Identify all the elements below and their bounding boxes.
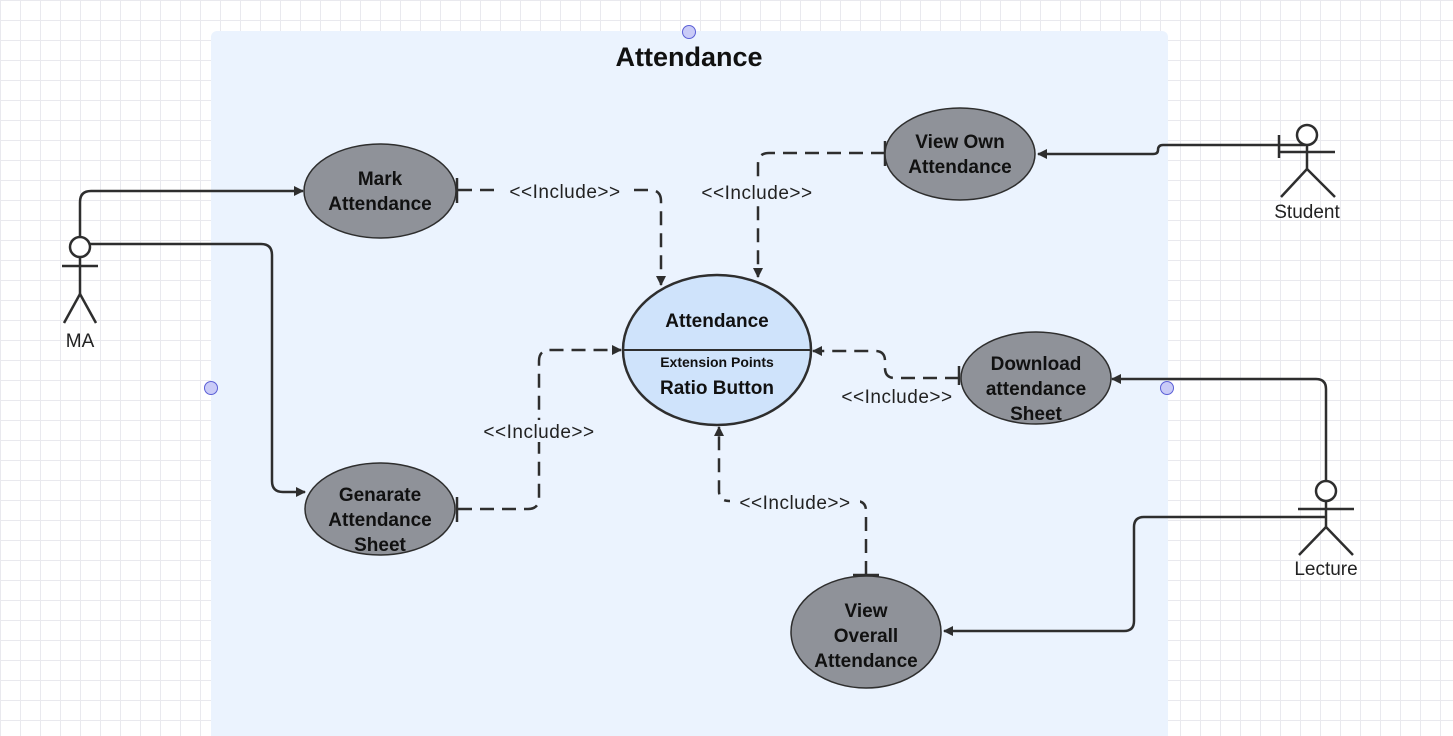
use-case-label: Attendance <box>328 510 431 531</box>
include-label-overall: <<Include>> <box>739 493 850 514</box>
assoc-lecture-overall[interactable] <box>943 515 1326 636</box>
actor-ma-label: MA <box>66 331 95 352</box>
include-label-mark: <<Include>> <box>509 182 620 203</box>
use-case-generate-attendance-sheet[interactable]: Genarate Attendance Sheet <box>304 462 456 556</box>
include-line-view-own[interactable] <box>753 151 885 278</box>
assoc-lecture-download[interactable] <box>1111 374 1328 482</box>
assoc-ma-generate[interactable] <box>86 242 306 497</box>
system-title: Attendance <box>615 42 762 72</box>
assoc-student-view-own[interactable] <box>1037 143 1305 159</box>
use-case-label: View Own <box>915 132 1004 153</box>
use-case-label: Attendance <box>814 651 917 672</box>
use-case-label: Genarate <box>339 485 421 506</box>
actor-ma[interactable] <box>62 235 98 324</box>
actor-lecture[interactable] <box>1298 479 1354 556</box>
use-case-label: Overall <box>834 626 898 647</box>
assoc-ma-mark[interactable] <box>78 186 304 240</box>
use-case-download-attendance-sheet[interactable]: Download attendance Sheet <box>960 331 1112 425</box>
extension-points-header: Extension Points <box>660 354 774 370</box>
use-case-label: Sheet <box>1010 404 1062 425</box>
resize-handle-top[interactable] <box>682 25 696 39</box>
include-line-mark[interactable] <box>458 188 666 286</box>
include-label-view-own: <<Include>> <box>701 183 812 204</box>
actor-lecture-label: Lecture <box>1294 559 1357 580</box>
actor-student-label: Student <box>1274 202 1340 223</box>
use-case-label: attendance <box>986 379 1086 400</box>
include-line-download[interactable] <box>812 346 959 380</box>
use-case-label: Sheet <box>354 535 406 556</box>
use-case-label: View <box>845 601 888 622</box>
resize-handle-left[interactable] <box>204 381 218 395</box>
include-label-generate: <<Include>> <box>483 422 594 443</box>
extension-point-item: Ratio Button <box>660 378 774 399</box>
use-case-label: Attendance <box>328 194 431 215</box>
use-case-mark-attendance[interactable]: Mark Attendance <box>303 143 457 239</box>
include-label-download: <<Include>> <box>841 387 952 408</box>
use-case-label: Download <box>991 354 1082 375</box>
resize-handle-right[interactable] <box>1160 381 1174 395</box>
actor-student[interactable] <box>1277 123 1336 198</box>
central-use-case-name: Attendance <box>665 311 768 332</box>
use-case-label: Attendance <box>908 157 1011 178</box>
use-case-attendance-central[interactable]: Attendance Extension Points Ratio Button <box>621 273 813 427</box>
use-case-label: Mark <box>358 169 403 190</box>
use-case-view-own-attendance[interactable]: View Own Attendance <box>884 107 1036 201</box>
use-case-view-overall-attendance[interactable]: View Overall Attendance <box>790 575 942 689</box>
